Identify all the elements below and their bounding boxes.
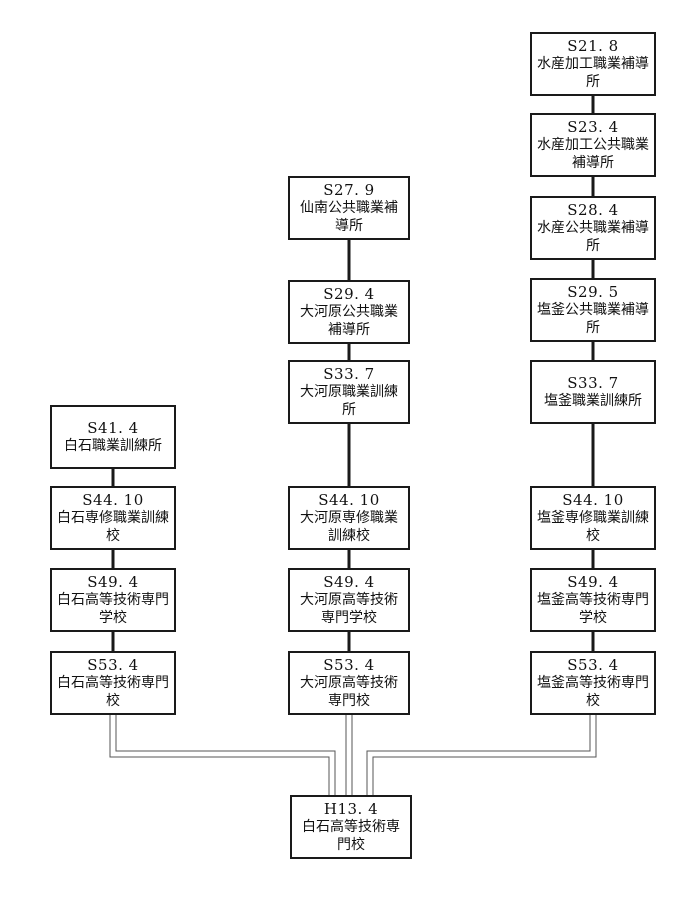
node-ogawara-3: S33. 7 大河原職業訓練所 [288, 360, 410, 424]
node-date: S21. 8 [567, 37, 619, 55]
node-shiogama-8: S53. 4 塩釜高等技術専門校 [530, 651, 656, 715]
node-date: S49. 4 [567, 573, 619, 591]
node-date: S53. 4 [323, 656, 375, 674]
node-date: S28. 4 [567, 201, 619, 219]
node-ogawara-6: S53. 4 大河原高等技術専門校 [288, 651, 410, 715]
node-shiogama-6: S44. 10 塩釜専修職業訓練校 [530, 486, 656, 550]
node-name: 大河原公共職業補導所 [300, 304, 398, 338]
node-date: S33. 7 [323, 365, 375, 383]
node-name: 大河原専修職業訓練校 [300, 510, 398, 544]
node-name: 白石高等技術専門校 [302, 819, 400, 853]
node-date: S29. 5 [567, 283, 619, 301]
node-name: 塩釜職業訓練所 [544, 393, 642, 409]
node-date: S49. 4 [87, 573, 139, 591]
merge-line-left [109, 715, 330, 795]
node-name: 塩釜高等技術専門校 [537, 675, 649, 709]
node-name: 白石高等技術専門校 [57, 675, 169, 709]
node-date: S27. 9 [323, 181, 375, 199]
node-shiroishi-3: S49. 4 白石高等技術専門学校 [50, 568, 176, 632]
node-name: 塩釜公共職業補導所 [537, 302, 649, 336]
node-name: 水産加工公共職業補導所 [537, 137, 649, 171]
node-ogawara-5: S49. 4 大河原高等技術専門学校 [288, 568, 410, 632]
node-date: S53. 4 [567, 656, 619, 674]
node-date: S44. 10 [562, 491, 624, 509]
node-shiogama-7: S49. 4 塩釜高等技術専門学校 [530, 568, 656, 632]
node-ogawara-1: S27. 9 仙南公共職業補導所 [288, 176, 410, 240]
merge-line-left [115, 715, 336, 795]
node-name: 大河原職業訓練所 [300, 384, 398, 418]
node-name: 白石高等技術専門学校 [57, 592, 169, 626]
node-date: S41. 4 [87, 419, 139, 437]
node-name: 水産加工職業補導所 [537, 56, 649, 90]
node-name: 白石職業訓練所 [64, 438, 162, 454]
node-name: 仙南公共職業補導所 [300, 200, 398, 234]
node-shiroishi-1: S41. 4 白石職業訓練所 [50, 405, 176, 469]
node-shiogama-4: S29. 5 塩釜公共職業補導所 [530, 278, 656, 342]
node-date: S29. 4 [323, 285, 375, 303]
node-name: 塩釜専修職業訓練校 [537, 510, 649, 544]
node-ogawara-2: S29. 4 大河原公共職業補導所 [288, 280, 410, 344]
node-date: S53. 4 [87, 656, 139, 674]
node-shiogama-2: S23. 4 水産加工公共職業補導所 [530, 113, 656, 177]
node-date: S33. 7 [567, 374, 619, 392]
node-ogawara-4: S44. 10 大河原専修職業訓練校 [288, 486, 410, 550]
node-name: 大河原高等技術専門校 [300, 675, 398, 709]
node-merged: H13. 4 白石高等技術専門校 [290, 795, 412, 859]
node-shiogama-5: S33. 7 塩釜職業訓練所 [530, 360, 656, 424]
node-date: S49. 4 [323, 573, 375, 591]
node-date: S23. 4 [567, 118, 619, 136]
node-shiroishi-2: S44. 10 白石専修職業訓練校 [50, 486, 176, 550]
node-shiogama-1: S21. 8 水産加工職業補導所 [530, 32, 656, 96]
node-date: S44. 10 [82, 491, 144, 509]
node-date: S44. 10 [318, 491, 380, 509]
node-date: H13. 4 [323, 800, 379, 818]
node-name: 白石専修職業訓練校 [57, 510, 169, 544]
merge-line-right [372, 715, 597, 795]
node-name: 大河原高等技術専門学校 [300, 592, 398, 626]
node-shiogama-3: S28. 4 水産公共職業補導所 [530, 196, 656, 260]
node-name: 塩釜高等技術専門学校 [537, 592, 649, 626]
node-shiroishi-4: S53. 4 白石高等技術専門校 [50, 651, 176, 715]
merge-line-right [366, 715, 591, 795]
node-name: 水産公共職業補導所 [537, 220, 649, 254]
